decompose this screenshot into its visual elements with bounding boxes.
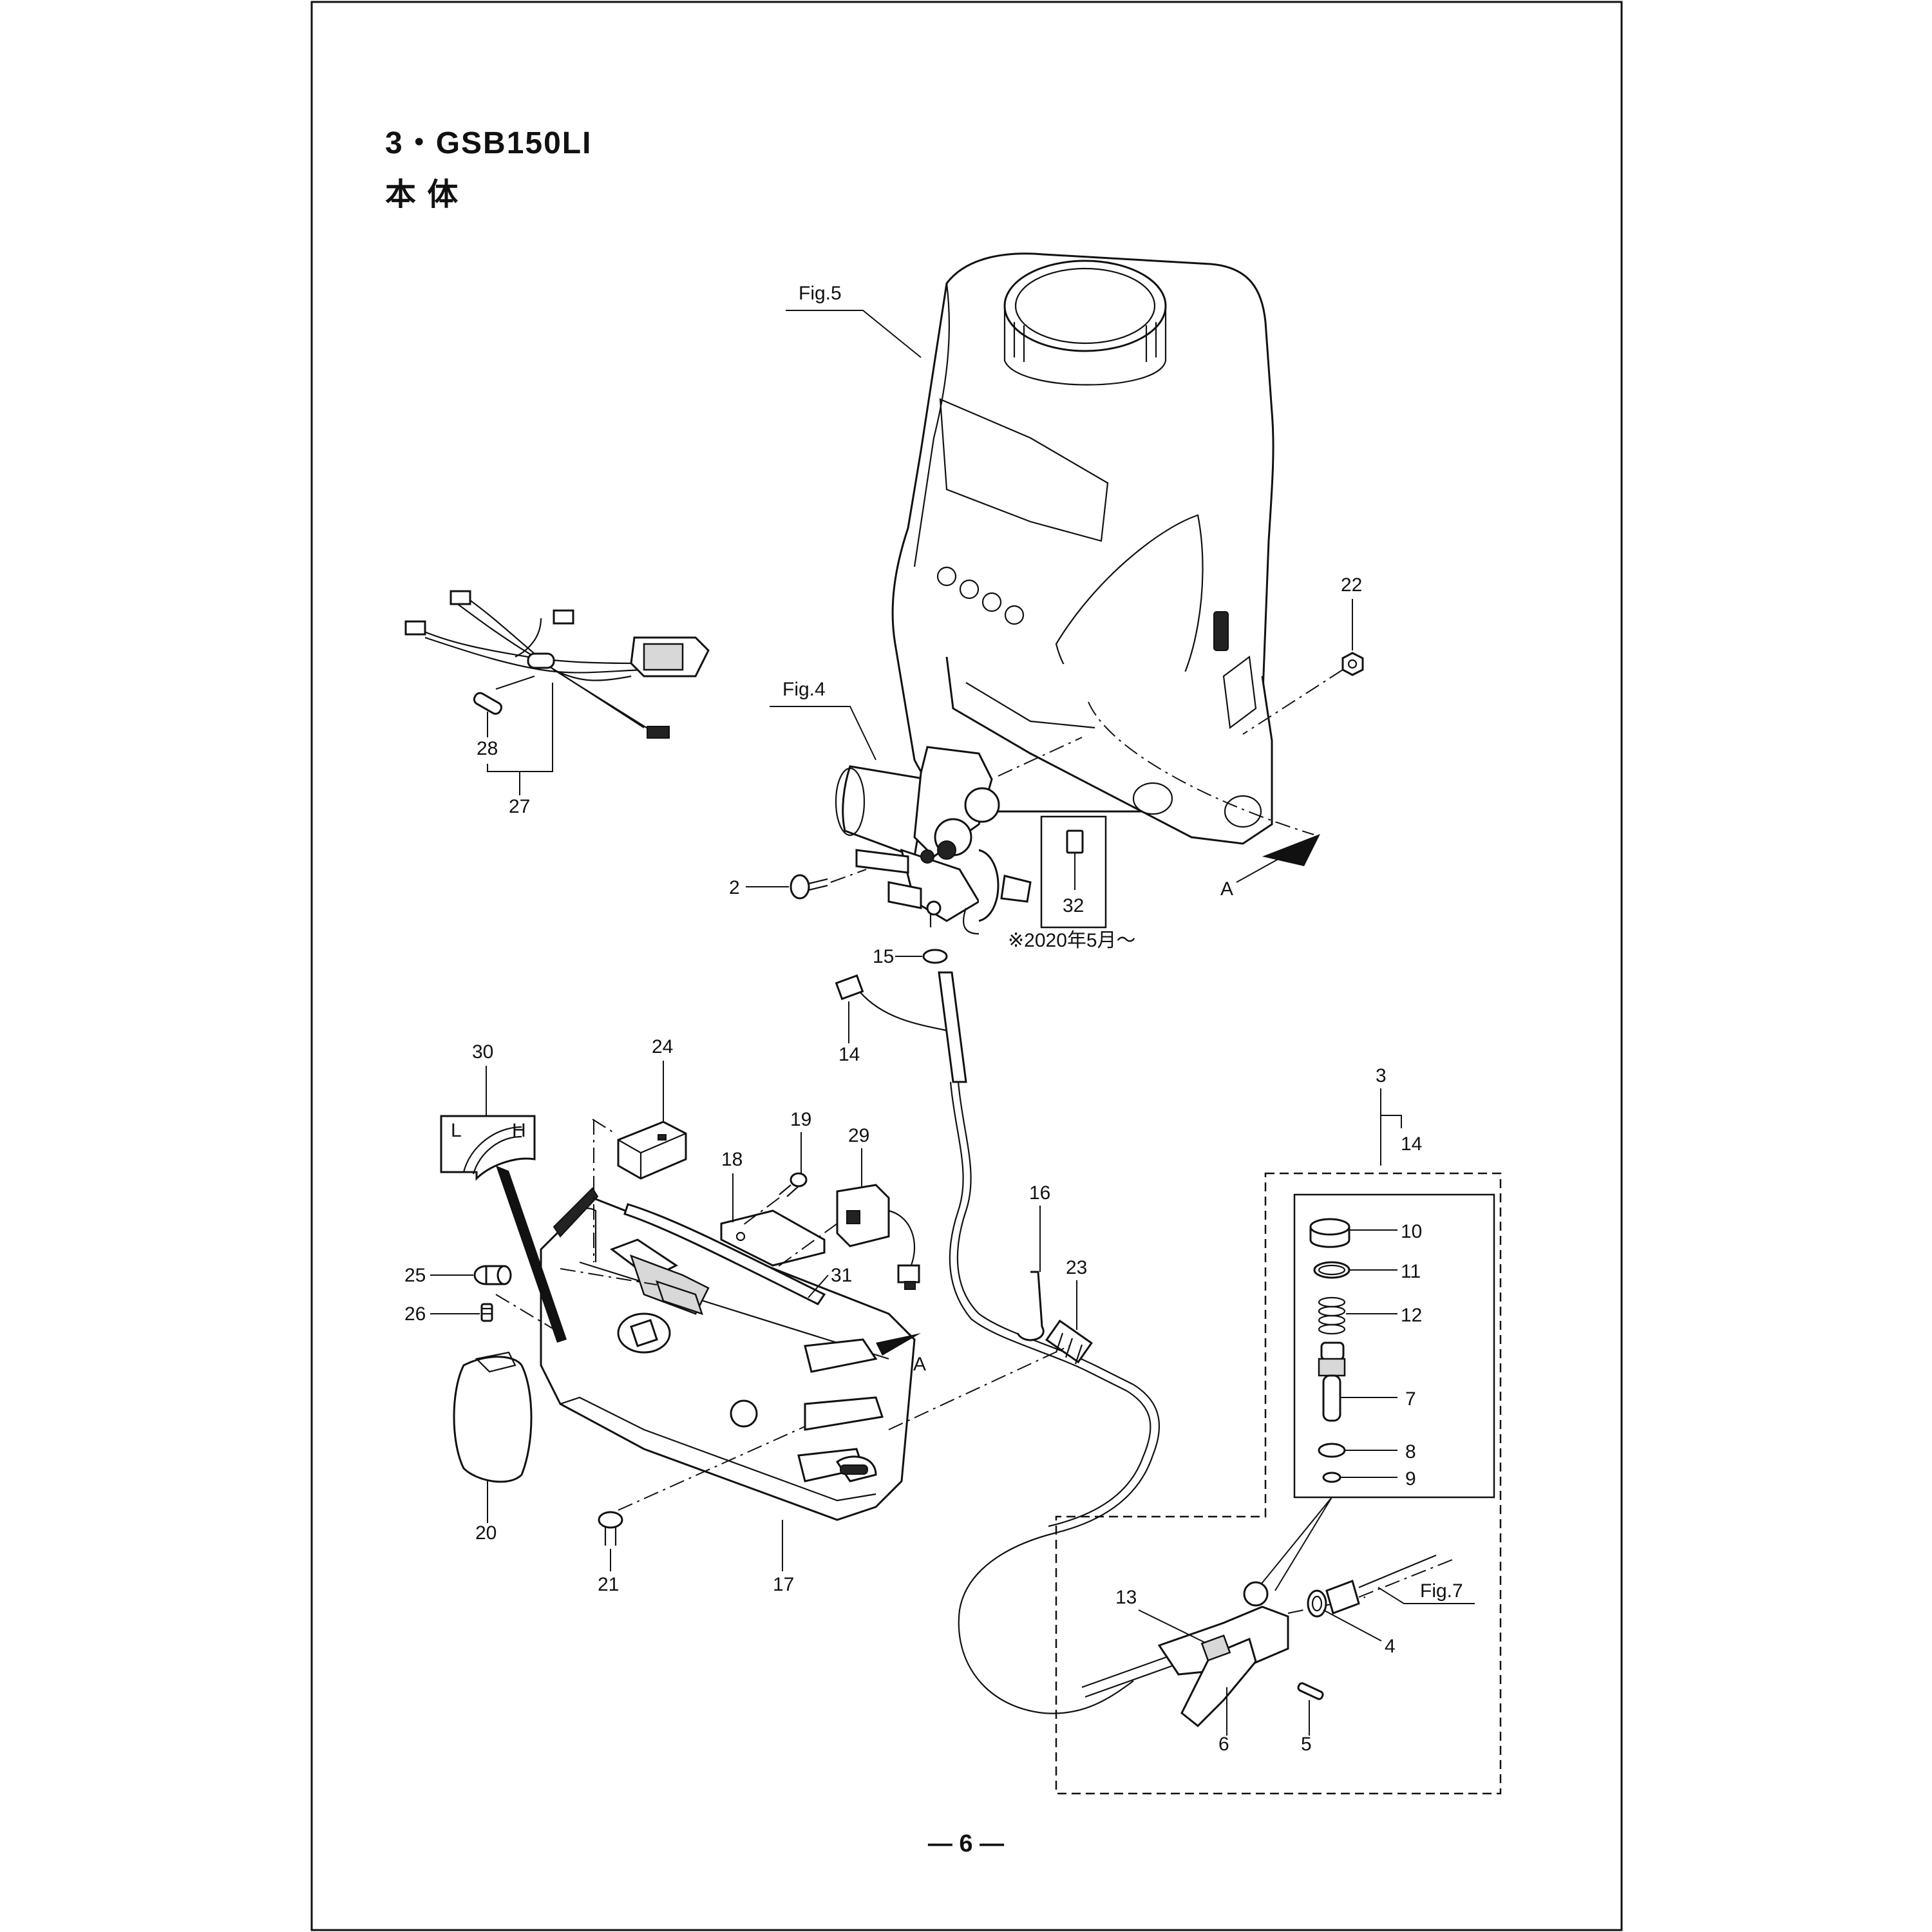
callout-22: 22: [1341, 574, 1362, 596]
cap-10: [1309, 1218, 1350, 1248]
fig4-label: Fig.4: [782, 679, 826, 700]
fig7-label: Fig.7: [1420, 1580, 1463, 1602]
kit-group-box: [1055, 1172, 1502, 1795]
callout-16: 16: [1029, 1182, 1050, 1204]
callout-3: 3: [1376, 1065, 1387, 1086]
cable-14: [835, 974, 947, 1032]
component-24: [617, 1121, 687, 1180]
callout-14: 14: [838, 1044, 860, 1065]
callout-32: 32: [1063, 895, 1084, 916]
callout-28: 28: [477, 738, 498, 759]
callout-15: 15: [873, 946, 894, 967]
page-number: ― 6 ―: [928, 1830, 1004, 1857]
washer-4: [1307, 1589, 1327, 1618]
title-section: 本 体: [385, 178, 459, 212]
oring-8: [1318, 1443, 1346, 1458]
seal-strip-31: [623, 1203, 826, 1305]
pin-5: [1297, 1682, 1324, 1700]
spring-12: [1318, 1296, 1346, 1335]
callout-17: 17: [773, 1574, 794, 1595]
callout-19: 19: [790, 1109, 811, 1130]
leader-wedge-30: [496, 1166, 567, 1343]
callout-27: 27: [509, 796, 530, 817]
callout-8: 8: [1405, 1441, 1416, 1463]
zip-tie-16: [1016, 1271, 1045, 1341]
callout-14-group: 14: [1401, 1133, 1422, 1155]
callout-10: 10: [1401, 1221, 1422, 1242]
callout-9: 9: [1405, 1468, 1416, 1490]
clip-15: [922, 949, 948, 964]
indicator-high: H: [512, 1120, 526, 1141]
indicator-label-30: L H: [440, 1115, 536, 1181]
knob-25: [473, 1265, 512, 1285]
cover-20: [453, 1356, 533, 1483]
callout-18: 18: [721, 1149, 743, 1170]
callout-29: 29: [848, 1125, 869, 1146]
callout-31: 31: [831, 1265, 852, 1286]
callout-21: 21: [598, 1574, 619, 1595]
callout-11: 11: [1401, 1261, 1421, 1282]
tank-body: [891, 252, 1274, 845]
callout-20: 20: [475, 1522, 497, 1544]
indicator-low: L: [451, 1120, 462, 1141]
wiring-harness-27: [404, 590, 710, 739]
nozzle-fitting: [1325, 1580, 1360, 1615]
callout-26: 26: [404, 1303, 426, 1325]
arrow-a-lower: [876, 1333, 921, 1356]
callout-24: 24: [652, 1036, 673, 1057]
callout-13: 13: [1115, 1587, 1137, 1608]
hose-assembly: [938, 971, 1160, 1714]
setscrew-26: [480, 1303, 493, 1322]
valve-subkit-box: [1293, 1193, 1495, 1499]
arrow-a-upper: [1262, 834, 1320, 866]
switch-29: [836, 1184, 920, 1290]
nut-22: [1341, 652, 1364, 676]
callout-23: 23: [1066, 1257, 1087, 1278]
callout-2: 2: [729, 877, 740, 898]
callout-12: 12: [1401, 1305, 1422, 1326]
marker-a-upper: A: [1220, 878, 1233, 900]
fitting-23: [1045, 1319, 1093, 1365]
callout-25: 25: [404, 1265, 426, 1286]
lower-frame-17: [540, 1187, 916, 1521]
bracket-18: [720, 1209, 826, 1267]
callout-6: 6: [1218, 1734, 1229, 1755]
label-box-32: [1040, 815, 1107, 929]
since-note: ※2020年5月～: [1008, 930, 1136, 951]
pump-assembly: [835, 746, 1032, 935]
fig5-label: Fig.5: [799, 283, 842, 304]
callout-4: 4: [1385, 1636, 1396, 1657]
pin-28: [473, 692, 502, 715]
valve-stem-7: [1318, 1341, 1346, 1422]
page-border: [310, 1, 1623, 1931]
marker-a-lower: A: [913, 1354, 926, 1375]
callout-5: 5: [1301, 1734, 1312, 1755]
screw-21: [598, 1511, 623, 1546]
bolt-2: [790, 874, 828, 900]
spray-gun: [1081, 1581, 1289, 1728]
title-model: 3・GSB150LI: [385, 126, 592, 160]
callout-30: 30: [472, 1041, 493, 1063]
callout-7: 7: [1405, 1388, 1416, 1410]
screw-19: [779, 1172, 808, 1197]
oring-9: [1322, 1472, 1341, 1483]
